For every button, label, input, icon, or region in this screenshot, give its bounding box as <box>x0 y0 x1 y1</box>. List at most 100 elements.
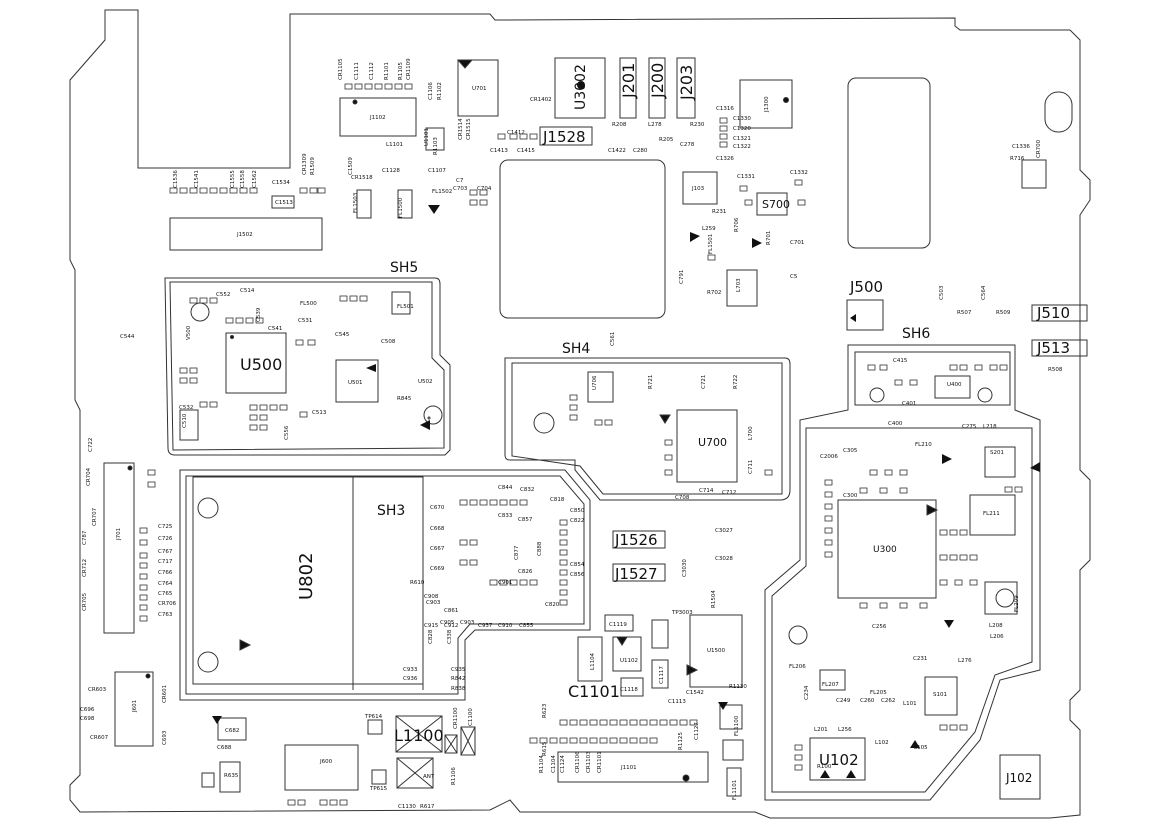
ref-c1331: C1331 <box>737 174 755 180</box>
ref-u1102: U1102 <box>620 658 638 664</box>
ref-l1101: L1101 <box>386 142 403 148</box>
smd-pad <box>139 584 148 591</box>
ref-cr1105: CR1105 <box>338 58 344 80</box>
smd-pad <box>139 594 148 601</box>
smd-pad <box>307 339 316 346</box>
oval-hole <box>1044 91 1073 133</box>
smd-pad <box>459 499 468 506</box>
ref-r702: R702 <box>707 290 721 296</box>
ref-c556: C556 <box>284 425 290 440</box>
u500-body <box>225 332 287 394</box>
shield-sh5 <box>164 277 451 456</box>
ref-r615: R615 <box>542 741 548 756</box>
ref-c278: C278 <box>680 142 695 148</box>
smd-pad <box>649 737 658 744</box>
ref-cr1518: CR1518 <box>351 175 373 181</box>
smd-pad <box>974 364 983 371</box>
ref-c670: C670 <box>430 505 445 511</box>
smd-pad <box>509 133 518 140</box>
ref-r1104: R1104 <box>539 755 545 773</box>
smd-pad <box>394 83 403 90</box>
ref-l102: L102 <box>875 740 889 746</box>
ref-c513: C513 <box>312 410 327 416</box>
smd-pad <box>339 295 348 302</box>
smd-pad <box>899 602 908 609</box>
j701-body <box>103 462 135 634</box>
ref-fl1500: FL1500 <box>398 197 404 218</box>
smd-pad <box>939 554 948 561</box>
smd-pad <box>479 189 488 196</box>
smd-pad <box>529 737 538 744</box>
smd-pad <box>279 404 288 411</box>
smd-pad <box>139 562 148 569</box>
smd-pad <box>199 297 208 304</box>
ref-c541: C541 <box>268 326 282 332</box>
ref-r845: R845 <box>397 396 412 402</box>
smd-pad <box>939 724 948 731</box>
ref-c704: C704 <box>477 186 492 192</box>
smd-pad <box>309 187 318 194</box>
ref-l206: L206 <box>990 634 1004 640</box>
center-cavity <box>499 159 666 319</box>
ref-c1558: C1558 <box>240 170 246 188</box>
smd-pad <box>189 187 198 194</box>
smd-pad <box>139 573 148 580</box>
smd-pad <box>559 569 568 576</box>
ref-fl501: FL501 <box>397 304 414 310</box>
ref-c855: C855 <box>519 623 534 629</box>
ref-c256: C256 <box>872 624 887 630</box>
ref-c721: C721 <box>701 375 707 389</box>
smd-pad <box>1004 486 1013 493</box>
smd-pad <box>859 487 868 494</box>
ref-r208: R208 <box>612 122 627 128</box>
ref-l218: L218 <box>983 424 997 430</box>
ref-tp3003: TP3003 <box>671 610 693 616</box>
ref-u502: U502 <box>418 379 433 385</box>
ref-r722: R722 <box>733 375 739 389</box>
ref-c826: C826 <box>518 569 533 575</box>
u300-body <box>837 499 937 599</box>
ref-c935: C935 <box>451 667 466 673</box>
smd-pad <box>669 719 678 726</box>
smd-pad <box>579 719 588 726</box>
ref-s101: S101 <box>933 692 947 698</box>
ref-cr607: CR607 <box>90 735 109 741</box>
smd-pad <box>939 579 948 586</box>
smd-pad <box>744 199 753 206</box>
smd-pad <box>235 317 244 324</box>
ref-c861: C861 <box>444 608 458 614</box>
ref-c901: C901 <box>498 580 512 586</box>
ref-s201: S201 <box>990 450 1004 456</box>
designator-u102: U102 <box>819 751 859 769</box>
ref-c249: C249 <box>836 698 851 704</box>
ref-c726: C726 <box>158 536 173 542</box>
smd-pad <box>719 141 728 148</box>
ref-cr1515: CR1515 <box>466 118 472 140</box>
board-outline <box>69 9 1091 819</box>
smd-pad <box>719 117 728 124</box>
smd-pad <box>287 799 296 806</box>
ref-r100: R100 <box>817 764 832 770</box>
smd-pad <box>255 317 264 324</box>
smd-pad <box>249 414 258 421</box>
smd-pad <box>639 737 648 744</box>
smd-pad <box>589 719 598 726</box>
ref-c539: C539 <box>256 307 262 322</box>
ref-r508: R508 <box>1048 367 1063 373</box>
ref-c763: C763 <box>158 612 173 618</box>
smd-pad <box>229 187 238 194</box>
smd-pad <box>529 579 538 586</box>
ref-cr1100: CR1100 <box>453 707 459 729</box>
smd-pad <box>179 187 188 194</box>
ref-c1119: C1119 <box>609 622 627 628</box>
ref-c5: C5 <box>790 274 798 280</box>
ref-c910: C910 <box>498 623 513 629</box>
designator-u500: U500 <box>240 355 282 374</box>
designator-j200: J200 <box>648 63 667 99</box>
smd-pad <box>259 404 268 411</box>
smd-pad <box>329 799 338 806</box>
ref-r1125: R1125 <box>678 732 684 750</box>
ref-c1320: C1320 <box>733 126 751 132</box>
ref-cr1309: CR1309 <box>302 153 308 175</box>
smd-pad <box>509 579 518 586</box>
